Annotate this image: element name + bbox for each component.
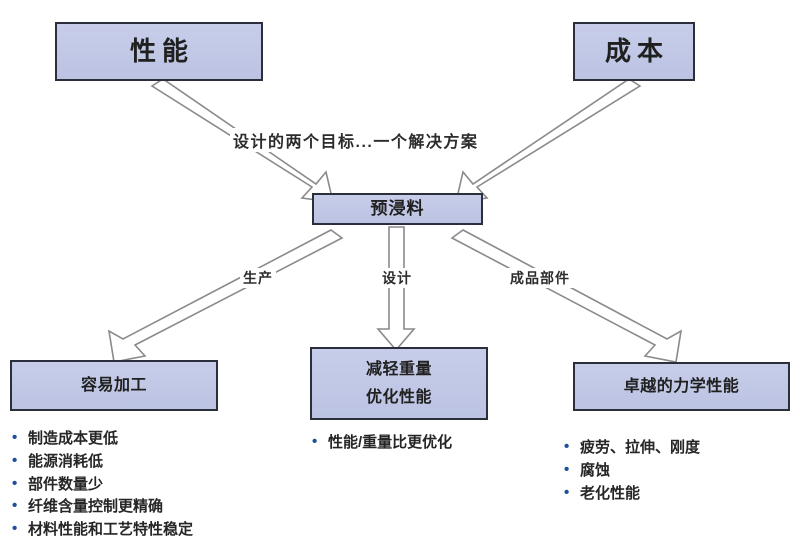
node-performance[interactable]: 性能 xyxy=(55,22,263,81)
node-prepreg-label: 预浸料 xyxy=(370,198,425,218)
list-item: 疲劳、拉伸、刚度 xyxy=(562,436,700,460)
list-item: 制造成本更低 xyxy=(10,427,193,451)
arrow-prepreg-to-weight-performance xyxy=(376,226,416,352)
arrow-prepreg-to-easy-process xyxy=(107,229,344,363)
list-item: 材料性能和工艺特性稳定 xyxy=(10,518,193,541)
label-two-goals-one-solution: 设计的两个目标...一个解决方案 xyxy=(230,128,482,152)
node-mechanical-performance[interactable]: 卓越的力学性能 xyxy=(573,362,790,411)
bullet-list-mechanical-performance: 疲劳、拉伸、刚度 腐蚀 老化性能 xyxy=(562,436,700,506)
node-mechanical-performance-label: 卓越的力学性能 xyxy=(623,377,740,395)
node-cost-label: 成本 xyxy=(604,35,669,66)
list-item: 纤维含量控制更精确 xyxy=(10,495,193,519)
edge-label-design: 设计 xyxy=(379,268,415,288)
arrow-prepreg-to-mechanical-performance xyxy=(450,229,683,363)
node-weight-performance[interactable]: 减轻重量 优化性能 xyxy=(310,347,488,420)
node-performance-label: 性能 xyxy=(129,35,194,66)
node-cost[interactable]: 成本 xyxy=(573,22,695,81)
node-easy-process-label: 容易加工 xyxy=(80,376,147,394)
list-item: 腐蚀 xyxy=(562,459,700,483)
node-weight-performance-label-line1: 减轻重量 xyxy=(365,361,432,379)
bullet-list-easy-process: 制造成本更低 能源消耗低 部件数量少 纤维含量控制更精确 材料性能和工艺特性稳定 xyxy=(10,427,193,541)
arrow-cost-to-prepreg xyxy=(454,78,642,203)
edge-label-produce: 生产 xyxy=(240,268,276,288)
node-weight-performance-label-line2: 优化性能 xyxy=(365,388,432,406)
list-item: 性能/重量比更优化 xyxy=(310,431,452,455)
list-item: 老化性能 xyxy=(562,482,700,506)
node-prepreg[interactable]: 预浸料 xyxy=(312,193,483,225)
list-item: 部件数量少 xyxy=(10,473,193,497)
edge-label-finished-part: 成品部件 xyxy=(507,268,573,288)
node-easy-process[interactable]: 容易加工 xyxy=(10,360,218,411)
list-item: 能源消耗低 xyxy=(10,450,193,474)
bullet-list-weight-performance: 性能/重量比更优化 xyxy=(310,431,452,455)
